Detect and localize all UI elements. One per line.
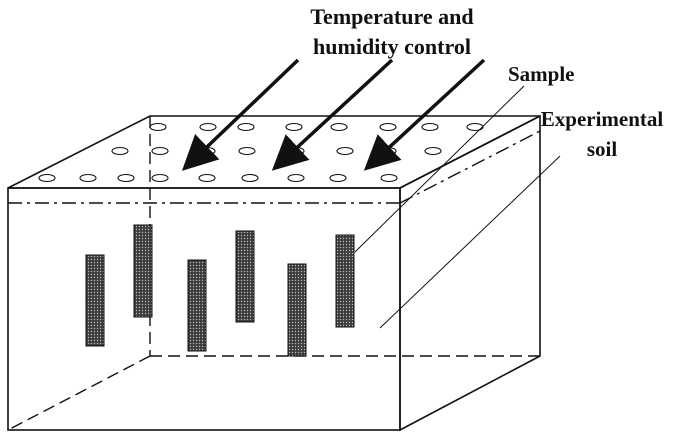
top-holes xyxy=(38,122,484,183)
temperature-humidity-control-label: Temperature and humidity control xyxy=(310,2,473,62)
hidden-left-bottom-edge xyxy=(7,355,151,431)
box-right-face xyxy=(399,114,541,432)
leader-lines xyxy=(354,85,561,329)
sample-1 xyxy=(85,254,105,347)
soil-label-line-1: Experimental xyxy=(540,107,664,131)
soil-leader-line xyxy=(379,155,561,329)
sample-6 xyxy=(335,234,355,328)
samples xyxy=(85,224,355,357)
control-label-line-2: humidity control xyxy=(313,34,471,59)
sample-5 xyxy=(287,263,307,357)
control-label-line-1: Temperature and xyxy=(310,4,474,29)
box-top-face xyxy=(7,115,541,189)
hole-row-front xyxy=(38,173,398,183)
sample-2 xyxy=(133,224,153,318)
hole-row-back xyxy=(149,122,484,132)
hole-row-middle xyxy=(111,146,442,156)
sample-3 xyxy=(187,259,207,352)
control-arrow-1 xyxy=(181,58,300,171)
sample-4 xyxy=(235,230,255,323)
soil-label-line-2: soil xyxy=(586,137,618,161)
sample-label: Sample xyxy=(508,62,575,86)
control-arrow-3 xyxy=(363,58,486,171)
sample-leader-line xyxy=(354,85,525,253)
control-arrow-2 xyxy=(271,58,394,171)
soil-surface-line xyxy=(8,130,541,204)
experimental-soil-label: Experimental soil xyxy=(541,104,663,164)
control-arrows xyxy=(181,58,486,171)
